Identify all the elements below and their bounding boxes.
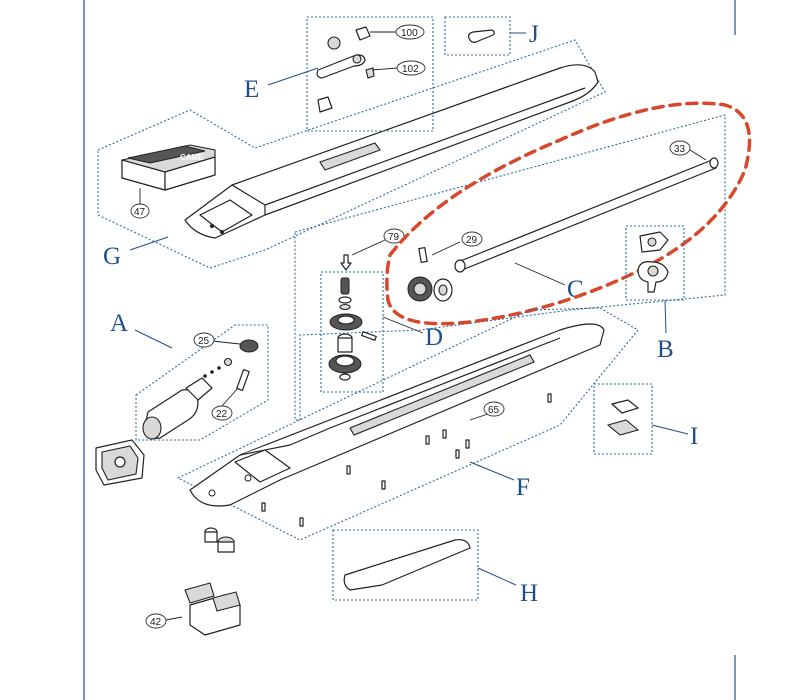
screws xyxy=(261,393,552,527)
group-letter-d: D xyxy=(425,324,443,351)
group-letter-j: J xyxy=(529,21,539,48)
group-c-outline xyxy=(294,114,726,421)
group-letter-g: G xyxy=(103,243,121,270)
callout-42: 42 xyxy=(150,617,162,628)
cover-strip xyxy=(343,539,471,591)
logo-text: CAME xyxy=(180,153,204,162)
gear-29 xyxy=(407,246,453,302)
group-h: H xyxy=(332,529,538,607)
callout-47: 47 xyxy=(134,207,146,218)
callout-29: 29 xyxy=(466,235,478,246)
group-b: B xyxy=(625,225,685,363)
motor-assembly xyxy=(142,339,259,440)
gear-stack xyxy=(328,277,377,381)
terminal-block-42: 42 xyxy=(145,582,241,636)
encoder-board xyxy=(95,439,145,486)
callout-65: 65 xyxy=(488,405,500,416)
worm-screw xyxy=(454,157,719,273)
group-g: CAME 47 G xyxy=(97,39,606,270)
base-housing xyxy=(189,323,605,507)
group-letter-a: A xyxy=(110,310,128,337)
group-e: 100 102 E xyxy=(244,16,434,132)
callout-25: 25 xyxy=(198,336,210,347)
callout-33: 33 xyxy=(674,144,686,155)
group-j: J xyxy=(444,16,539,56)
highlight-ellipse xyxy=(385,101,752,326)
callout-102: 102 xyxy=(402,64,419,75)
cover-housing xyxy=(184,64,599,239)
group-h-outline xyxy=(332,529,479,601)
group-f: 65 F xyxy=(176,307,639,541)
group-g-outline xyxy=(97,39,606,269)
group-letter-h: H xyxy=(520,580,538,607)
group-d-outline xyxy=(320,271,384,393)
group-d: 79 D xyxy=(320,228,443,393)
pin-part xyxy=(467,29,495,43)
group-i: I xyxy=(593,383,698,455)
group-letter-e: E xyxy=(244,76,259,103)
group-i-outline xyxy=(593,383,653,455)
callout-79: 79 xyxy=(388,232,400,243)
small-caps xyxy=(204,527,235,553)
group-letter-b: B xyxy=(657,336,674,363)
group-a: 25 22 A xyxy=(110,310,269,441)
group-letter-f: F xyxy=(516,474,530,501)
group-j-outline xyxy=(444,16,511,56)
control-box-47: CAME 47 xyxy=(121,144,216,219)
group-b-outline xyxy=(625,225,685,301)
release-key-parts: 100 102 xyxy=(316,24,426,113)
group-a-outline xyxy=(135,324,269,441)
callout-22: 22 xyxy=(216,409,228,420)
group-letter-i: I xyxy=(690,423,698,450)
callout-100: 100 xyxy=(401,28,418,39)
